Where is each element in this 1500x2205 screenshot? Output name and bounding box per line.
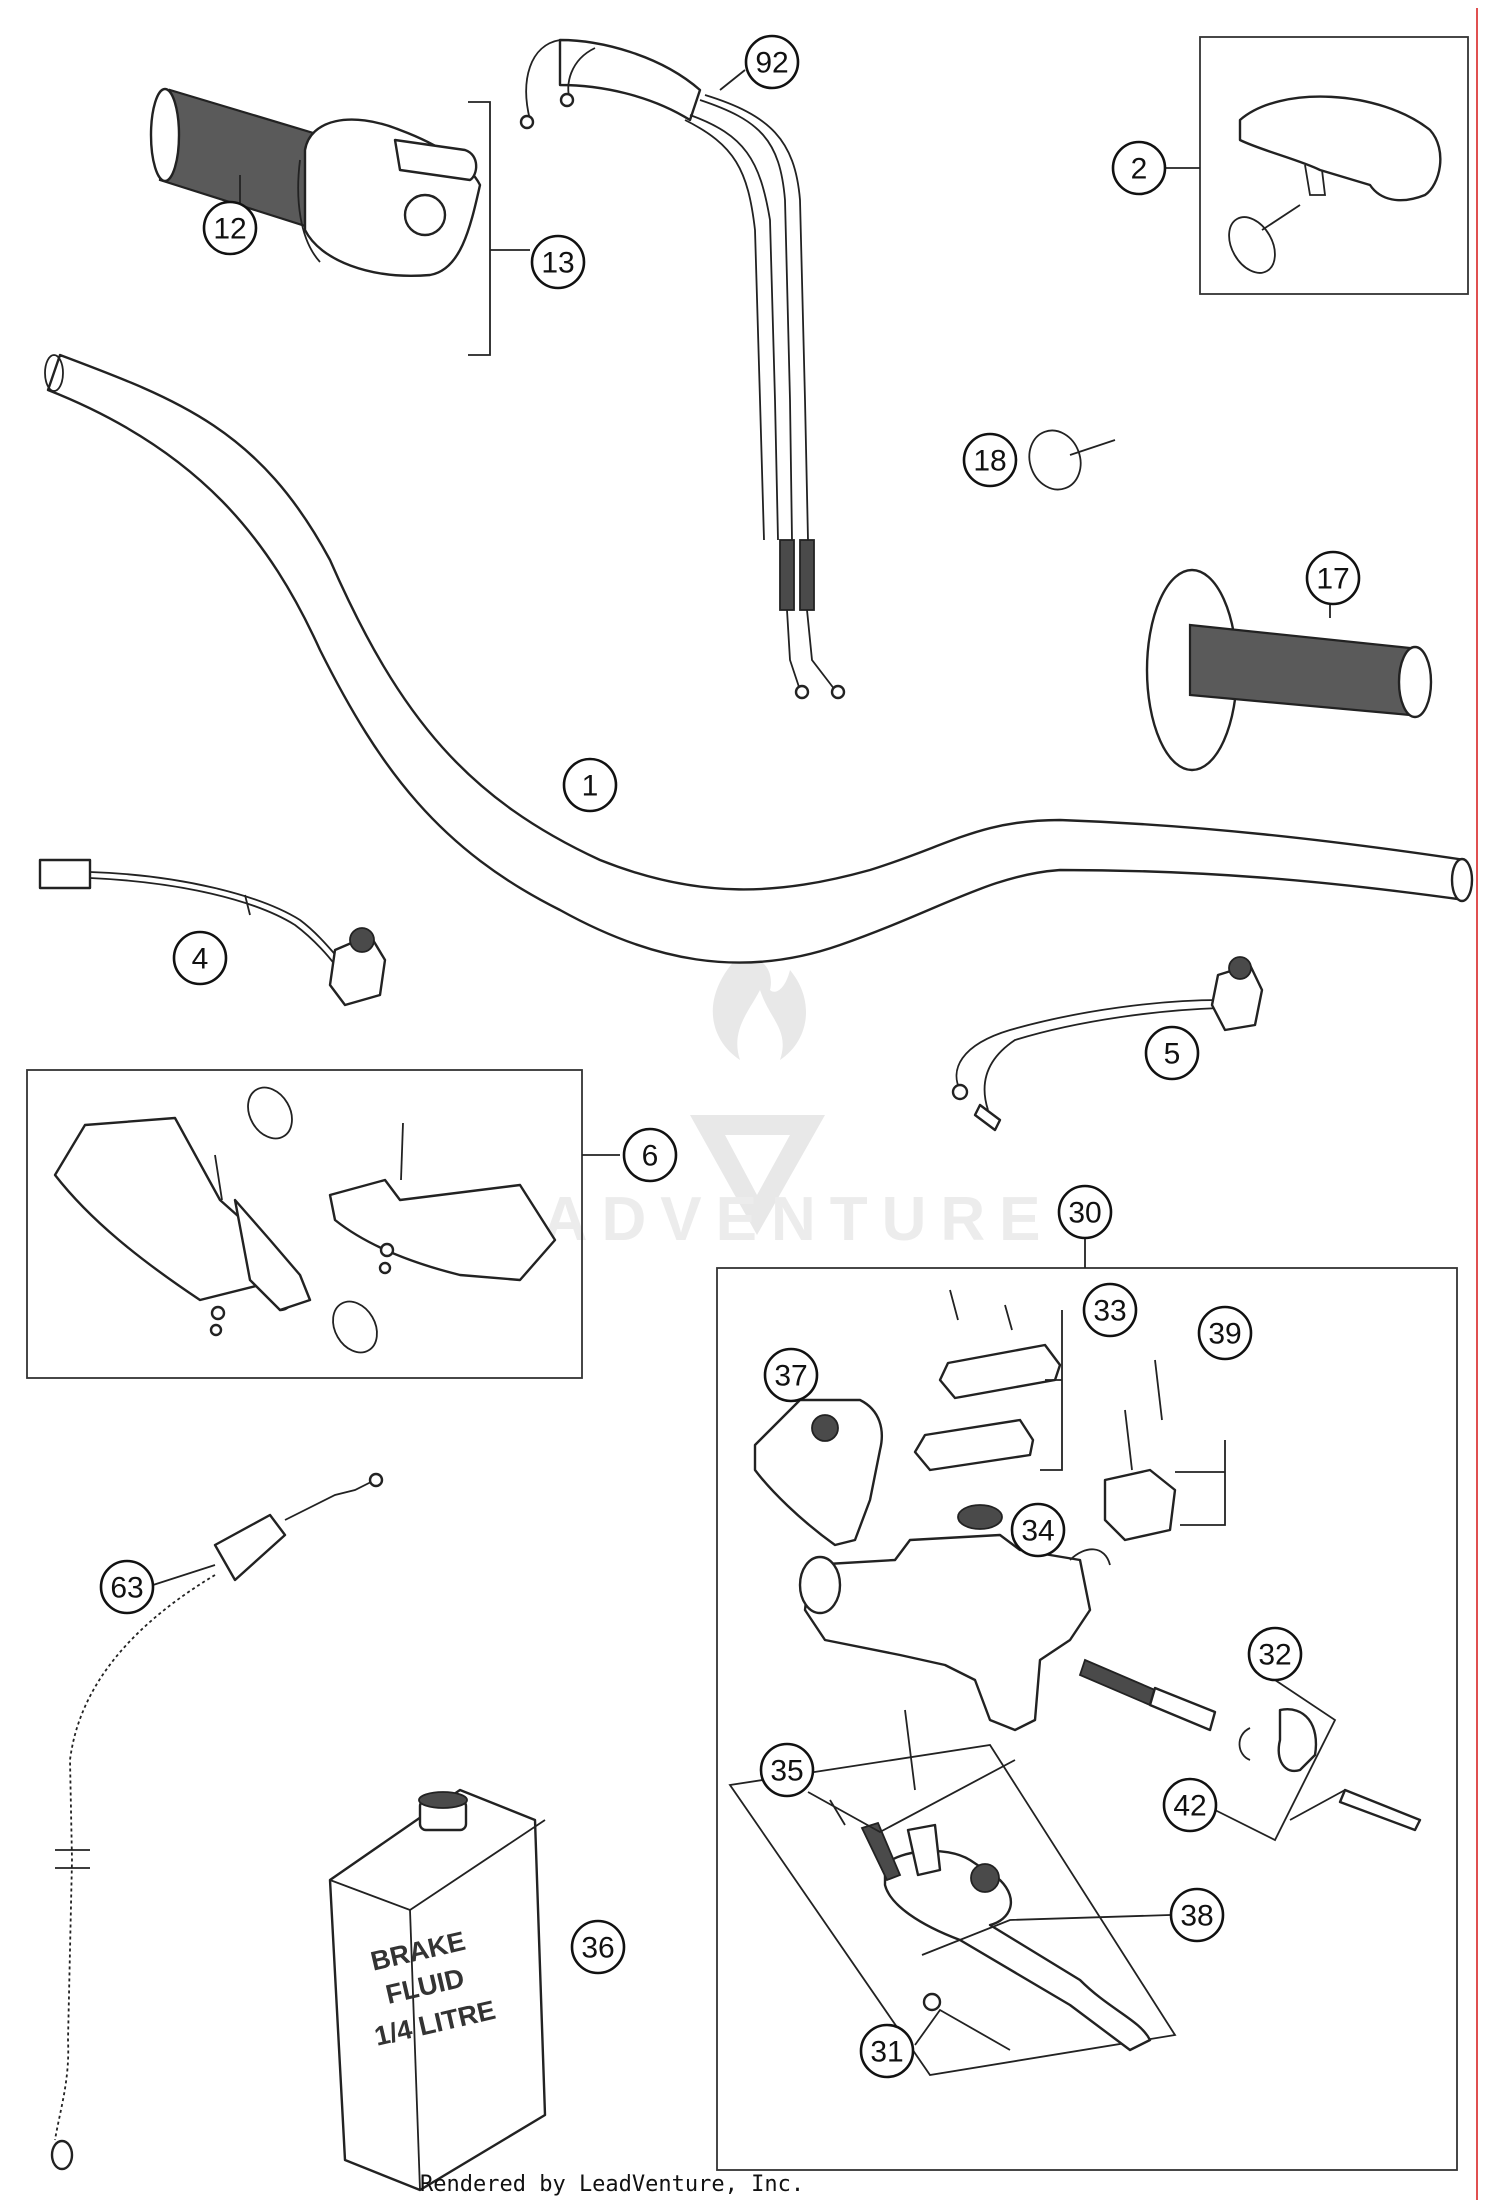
callout-17: 17 <box>1305 550 1361 606</box>
throttle-grip-part <box>149 87 482 277</box>
kill-switch-left-part <box>38 858 387 1007</box>
render-credit: Rendered by LeadVenture, Inc. <box>420 2172 805 2197</box>
callout-31: 31 <box>859 2023 915 2079</box>
callout-12: 12 <box>202 200 258 256</box>
callout-34-label: 34 <box>1021 1515 1054 1548</box>
box-part-2 <box>1199 36 1469 295</box>
handlebar-part <box>44 353 1474 964</box>
callout-1-label: 1 <box>582 770 599 803</box>
callout-33: 33 <box>1082 1282 1138 1338</box>
box-part-6 <box>26 1069 583 1379</box>
kill-switch-right-part <box>951 956 1264 1132</box>
callout-5: 5 <box>1144 1025 1200 1081</box>
callout-6: 6 <box>622 1127 678 1183</box>
callout-92: 92 <box>744 34 800 90</box>
callout-36-label: 36 <box>581 1932 614 1965</box>
callout-42: 42 <box>1162 1777 1218 1833</box>
cable-tie-part <box>1028 429 1116 491</box>
callout-4: 4 <box>172 930 228 986</box>
callout-12-label: 12 <box>213 213 246 246</box>
callout-37-label: 37 <box>774 1360 807 1393</box>
callout-42-label: 42 <box>1173 1790 1206 1823</box>
callout-5-label: 5 <box>1164 1038 1181 1071</box>
end-cap-part <box>1228 95 1442 274</box>
callout-63: 63 <box>99 1559 155 1615</box>
callout-13-label: 13 <box>541 247 574 280</box>
callout-17-label: 17 <box>1316 563 1349 596</box>
left-grip-part <box>1145 568 1433 772</box>
callout-13: 13 <box>530 234 586 290</box>
callout-37: 37 <box>763 1347 819 1403</box>
callout-18-label: 18 <box>973 445 1006 478</box>
callout-30: 30 <box>1057 1184 1113 1240</box>
callout-1: 1 <box>562 757 618 813</box>
callout-32: 32 <box>1247 1626 1303 1682</box>
callout-31-label: 31 <box>870 2036 903 2069</box>
callout-36: 36 <box>570 1919 626 1975</box>
callout-33-label: 33 <box>1093 1295 1126 1328</box>
callout-34: 34 <box>1010 1502 1066 1558</box>
callout-39-label: 39 <box>1208 1318 1241 1351</box>
master-cylinder-part <box>728 1289 1422 2076</box>
callout-92-label: 92 <box>755 47 788 80</box>
callout-18: 18 <box>962 432 1018 488</box>
callout-35: 35 <box>759 1742 815 1798</box>
leader-92 <box>719 69 746 91</box>
callout-30-label: 30 <box>1068 1197 1101 1230</box>
callout-2: 2 <box>1111 140 1167 196</box>
callout-38: 38 <box>1169 1887 1225 1943</box>
brake-line-part <box>50 1472 384 2171</box>
callout-39: 39 <box>1197 1305 1253 1361</box>
callout-32-label: 32 <box>1258 1639 1291 1672</box>
callout-35-label: 35 <box>770 1755 803 1788</box>
callout-38-label: 38 <box>1180 1900 1213 1933</box>
callout-6-label: 6 <box>642 1140 659 1173</box>
callout-2-label: 2 <box>1131 153 1148 186</box>
throttle-cables-part <box>519 38 846 700</box>
leader-63 <box>152 1564 216 1586</box>
box-part-30 <box>716 1267 1458 2171</box>
callout-63-label: 63 <box>110 1572 143 1605</box>
brake-fluid-bottle-part: BRAKE FLUID 1/4 LITRE <box>328 1788 547 2192</box>
hand-guards-part <box>53 1086 557 1354</box>
callout-4-label: 4 <box>192 943 209 976</box>
bracket-13 <box>468 101 491 356</box>
